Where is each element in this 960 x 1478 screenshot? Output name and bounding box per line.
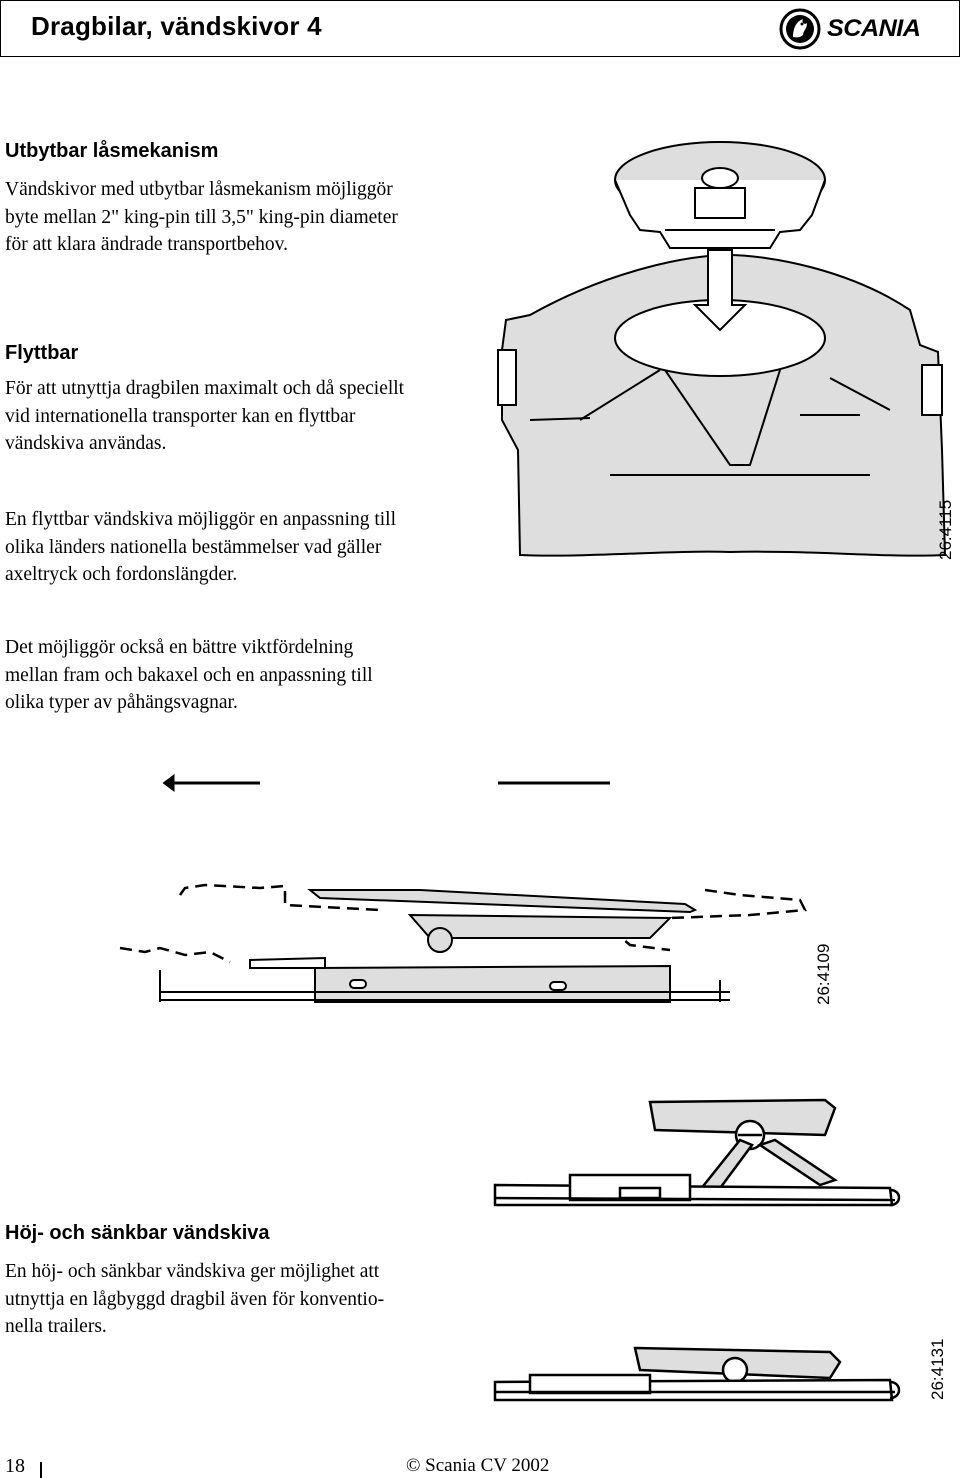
- lowered-fifth-wheel-illustration: [493, 1346, 901, 1402]
- page-number: 18: [5, 1455, 25, 1477]
- section-heading: Flyttbar: [5, 342, 79, 364]
- text-line: Det möjliggör också en bättre viktfördel…: [5, 637, 354, 658]
- text-line: vändskiva användas.: [5, 433, 167, 454]
- text-line: En höj- och sänkbar vändskiva ger möjlig…: [5, 1261, 380, 1282]
- paragraph: Vändskivor med utbytbar låsmekanism möjl…: [5, 176, 398, 259]
- section-heading: Utbytbar låsmekanism: [5, 140, 219, 162]
- text-line: En flyttbar vändskiva möjliggör en anpas…: [5, 509, 397, 530]
- paragraph: Det möjliggör också en bättre viktfördel…: [5, 634, 373, 717]
- paragraph: För att utnyttja dragbilen maximalt och …: [5, 375, 404, 458]
- text-line: olika länders nationella bestämmelser va…: [5, 536, 382, 558]
- figure-code: 26:4115: [936, 499, 955, 560]
- text-line: byte mellan 2" king-pin till 3,5" king-p…: [5, 206, 398, 228]
- page-title: Dragbilar, vändskivor 4: [31, 11, 322, 41]
- text-line: vid internationella transporter kan en f…: [5, 405, 356, 427]
- griffin-emblem-icon: [779, 8, 821, 50]
- raised-fifth-wheel-illustration: [493, 1098, 901, 1207]
- text-line: nella trailers.: [5, 1316, 107, 1337]
- scania-logo: SCANIA: [779, 7, 949, 51]
- text-line: Vändskivor med utbytbar låsmekanism möjl…: [5, 179, 393, 200]
- page-header: Dragbilar, vändskivor 4 SCANIA: [0, 0, 960, 57]
- paragraph: En höj- och sänkbar vändskiva ger möjlig…: [5, 1258, 384, 1341]
- section-heading: Höj- och sänkbar vändskiva: [5, 1222, 270, 1244]
- footer-divider: [40, 1462, 42, 1478]
- text-line: För att utnyttja dragbilen maximalt och …: [5, 378, 405, 399]
- text-line: utnyttja en lågbyggd dragbil även för ko…: [5, 1288, 385, 1310]
- figure-code: 26:4131: [928, 1338, 947, 1400]
- sliding-fifth-wheel-illustration: [119, 774, 807, 1003]
- figure-code: 26:4109: [814, 943, 833, 1005]
- copyright: © Scania CV 2002: [406, 1455, 550, 1476]
- logo-wordmark: SCANIA: [827, 15, 921, 42]
- text-line: för att klara ändrade transportbehov.: [5, 234, 288, 255]
- text-line: mellan fram och bakaxel och en anpassnin…: [5, 664, 373, 686]
- text-line: axeltryck och fordonslängder.: [5, 564, 238, 585]
- fifth-wheel-lock-illustration: [497, 141, 947, 557]
- text-line: olika typer av påhängsvagnar.: [5, 692, 238, 713]
- paragraph: En flyttbar vändskiva möjliggör en anpas…: [5, 506, 396, 589]
